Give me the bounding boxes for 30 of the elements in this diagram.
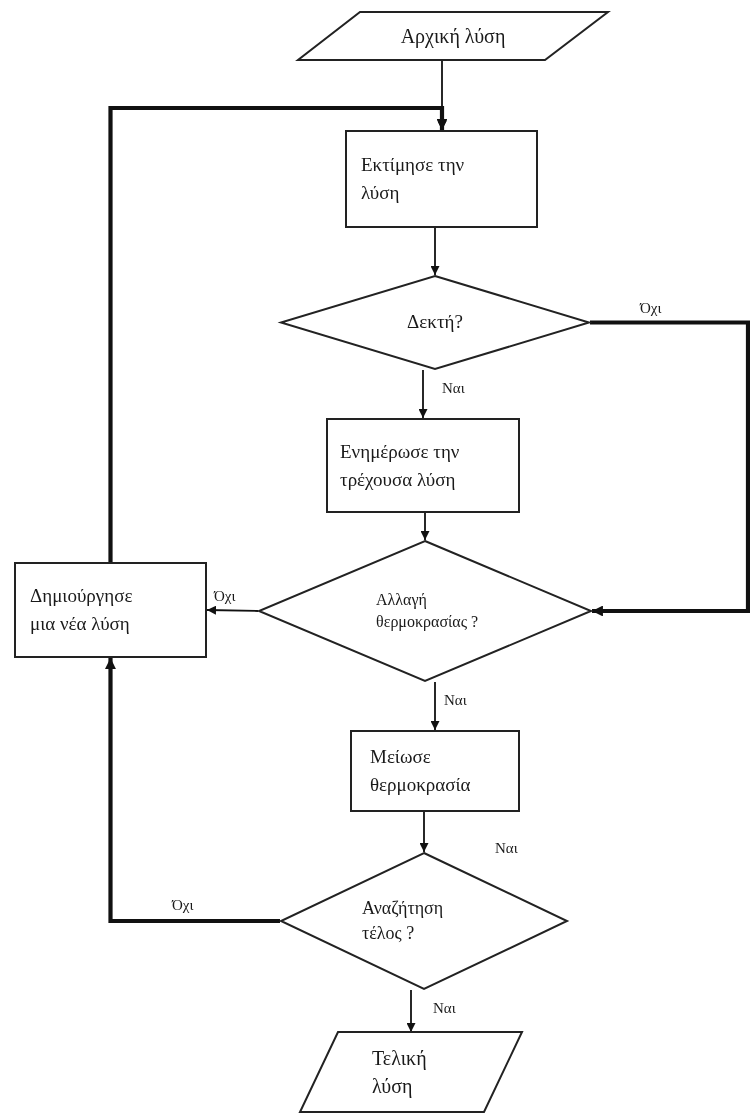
arrow [105, 658, 280, 924]
arrow [419, 811, 429, 853]
node-label: Τελική λύση [372, 1046, 428, 1100]
edge-label: Ναι [433, 1000, 456, 1017]
edge-label: Όχι [214, 588, 236, 605]
process-box [14, 562, 207, 658]
arrow [406, 989, 416, 1033]
node-label: Ενημέρωσε την τρέχουσα λύση [340, 439, 461, 492]
arrow [108, 105, 448, 562]
edge-label: Ναι [444, 692, 467, 709]
arrow [430, 681, 440, 731]
arrow [590, 320, 750, 617]
arrow [418, 369, 428, 419]
node-label: Δημιούργησε μια νέα λύση [30, 584, 134, 636]
process-box [326, 418, 520, 513]
process-box [345, 130, 538, 228]
arrow [206, 605, 259, 615]
node-label: Μείωσε θερμοκρασία [370, 745, 472, 797]
edge-label: Όχι [640, 300, 662, 317]
edge-label: Ναι [442, 380, 465, 397]
node-label: Εκτίμησε την λύση [361, 153, 466, 205]
arrow [420, 512, 430, 541]
node-label: Αναζήτηση τέλος ? [362, 896, 445, 945]
node-label: Δεκτή? [407, 310, 463, 335]
arrow [430, 227, 440, 276]
process-box [350, 730, 520, 812]
node-label: Αρχική λύση [400, 24, 506, 50]
branch-label: Ναι [495, 840, 518, 857]
node-label: Αλλαγή θερμοκρασίας ? [376, 589, 480, 633]
edge-label: Όχι [172, 897, 194, 914]
